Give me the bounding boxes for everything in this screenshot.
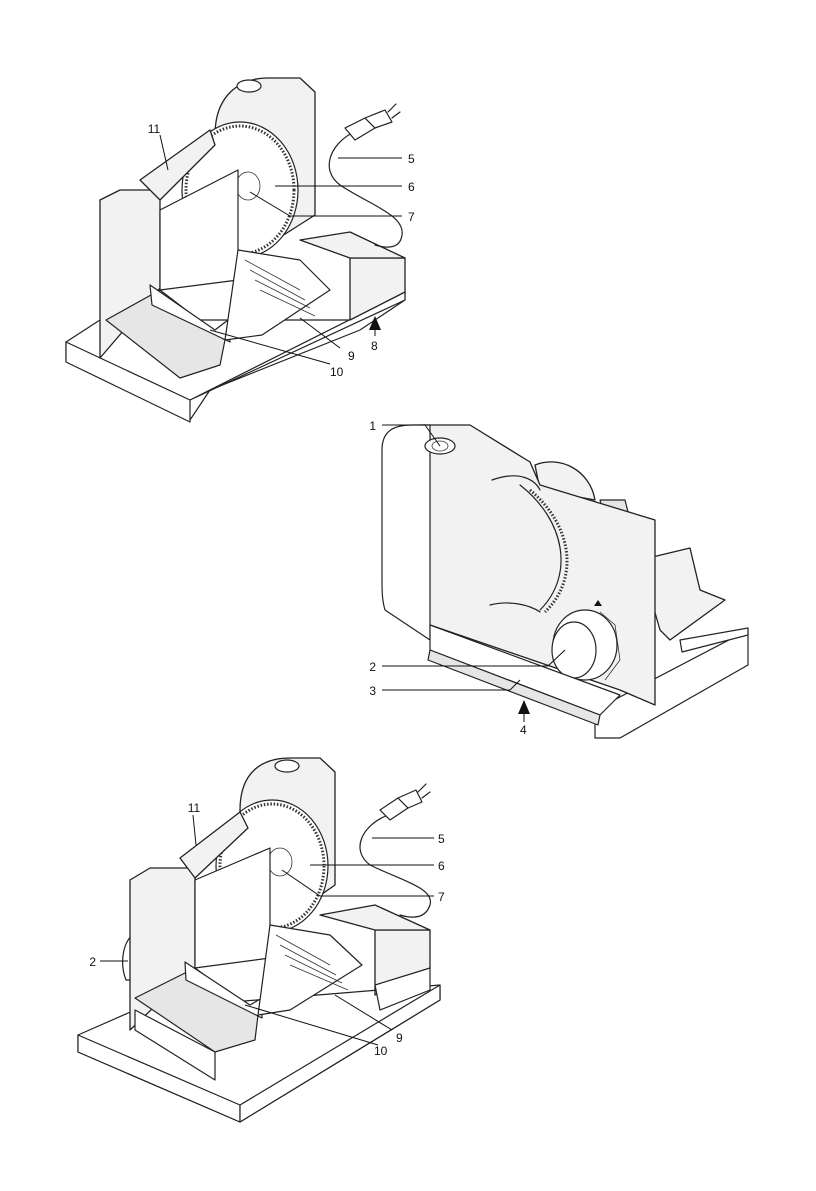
power-cord [329, 133, 402, 247]
housing-side [382, 425, 430, 640]
label-1: 1 [369, 419, 376, 433]
label-10: 10 [330, 365, 344, 379]
label-10: 10 [374, 1044, 388, 1058]
label-7: 7 [438, 890, 445, 904]
label-11: 11 [188, 801, 201, 815]
arrow-4 [518, 700, 530, 714]
label-7: 7 [408, 210, 415, 224]
label-6: 6 [438, 859, 445, 873]
label-2: 2 [89, 955, 96, 969]
label-3: 3 [369, 684, 376, 698]
switch[interactable] [237, 80, 261, 92]
label-6: 6 [408, 180, 415, 194]
figure-top: 11 5 6 7 9 8 10 [66, 78, 415, 422]
label-9: 9 [348, 349, 355, 363]
label-11: 11 [148, 122, 161, 136]
label-2: 2 [369, 660, 376, 674]
figure-middle: 1 2 3 4 [369, 419, 748, 738]
figure-bottom: 11 5 6 7 2 9 10 [78, 758, 445, 1122]
label-5: 5 [438, 832, 445, 846]
label-5: 5 [408, 152, 415, 166]
power-cord [360, 815, 430, 917]
label-9: 9 [396, 1031, 403, 1045]
label-4: 4 [520, 723, 527, 737]
label-8: 8 [371, 339, 378, 353]
switch[interactable] [275, 760, 299, 772]
